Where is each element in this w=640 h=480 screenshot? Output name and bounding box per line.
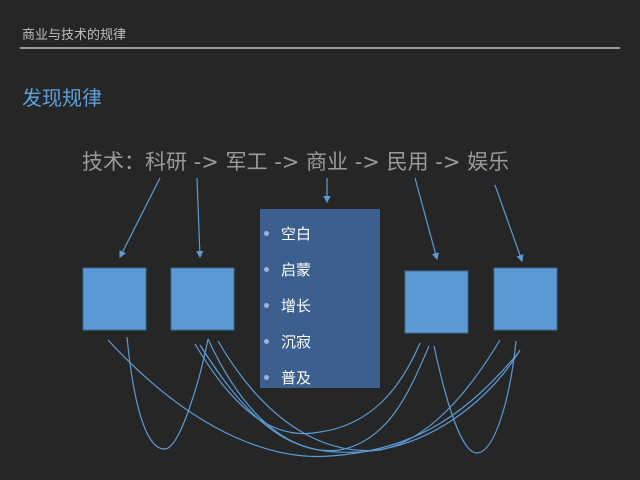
bullet-icon	[264, 266, 269, 272]
slide-title: 发现规律	[22, 86, 102, 110]
header-divider	[20, 47, 620, 49]
bullet-icon	[264, 302, 269, 308]
stage-box-minyong	[404, 270, 469, 334]
stage-box-keyan	[82, 267, 147, 331]
curve	[199, 344, 521, 453]
list-item: 空白	[260, 215, 380, 251]
bullet-icon	[264, 338, 269, 344]
stage-list: 空白 启蒙 增长 沉寂 普及	[260, 209, 380, 388]
list-item-label: 普及	[281, 368, 312, 387]
list-item: 普及	[260, 359, 380, 395]
bullet-icon	[264, 374, 269, 380]
list-item-label: 启蒙	[281, 260, 312, 279]
arrow-minyong	[414, 177, 439, 261]
stage-box-yule	[493, 267, 558, 331]
list-item-label: 增长	[281, 296, 312, 315]
arrow-jungong	[196, 177, 204, 259]
list-item: 沉寂	[260, 323, 380, 359]
curve	[194, 342, 421, 435]
stage-box-jungong	[170, 267, 235, 331]
list-item-label: 沉寂	[281, 332, 312, 351]
arrow-yule	[494, 184, 524, 263]
technology-flow-text: 技术：科研 -> 军工 -> 商业 -> 民用 -> 娱乐	[82, 150, 510, 174]
curve	[207, 338, 430, 452]
curve	[433, 340, 517, 454]
list-item: 启蒙	[260, 251, 380, 287]
list-item: 增长	[260, 287, 380, 323]
arrow-keyan	[119, 177, 161, 259]
slide-header: 商业与技术的规律	[22, 28, 127, 43]
curve	[126, 336, 209, 450]
curve	[107, 339, 520, 458]
bullet-icon	[264, 230, 269, 236]
list-item-label: 空白	[281, 224, 312, 243]
